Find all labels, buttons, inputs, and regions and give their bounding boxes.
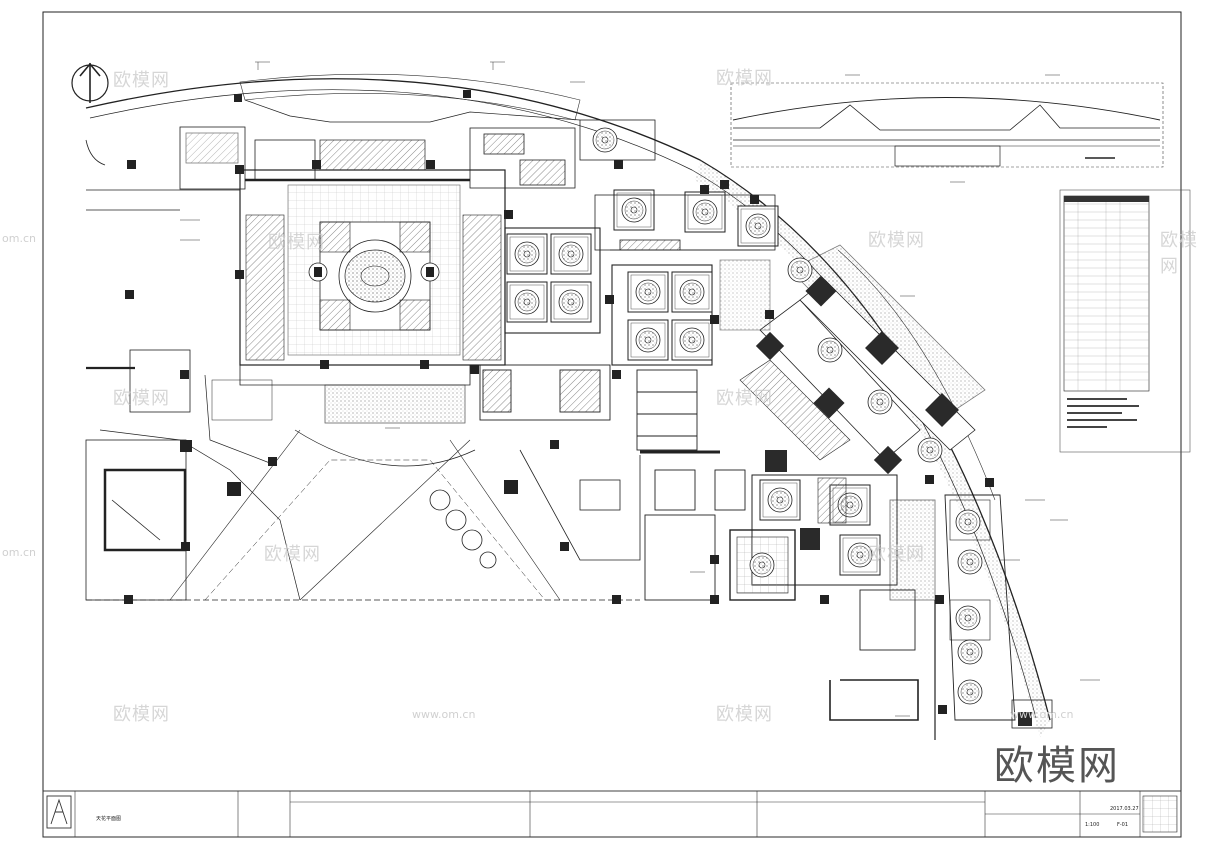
- watermark: 欧模网: [113, 704, 170, 725]
- room-cluster-a: [504, 227, 601, 334]
- elevation-detail: [730, 82, 1164, 168]
- entrance-atrium: [169, 365, 641, 601]
- main-ceiling-feature: [239, 139, 506, 366]
- drawing-name: 天花平面图: [96, 816, 122, 822]
- upper-corridor: [245, 127, 776, 331]
- room-cluster-c: [579, 119, 779, 247]
- watermark: 欧模网: [264, 544, 321, 565]
- watermark-url: www.om.cn: [1010, 708, 1074, 721]
- brand-logo-text: 欧模网: [994, 743, 1120, 789]
- watermark-url: om.cn: [2, 546, 36, 559]
- legend-table: [1059, 189, 1191, 453]
- scale-value: 1:100: [1085, 822, 1100, 828]
- watermark: 欧模网: [716, 388, 773, 409]
- watermark: 欧模网: [113, 70, 170, 91]
- canopy-strip: [239, 73, 581, 121]
- left-wing: [85, 126, 640, 601]
- service-core: [479, 364, 936, 651]
- watermark: 欧模网: [1160, 230, 1198, 277]
- diagonal-wing: [739, 244, 986, 475]
- title-block: [42, 790, 1182, 838]
- watermark-url: om.cn: [2, 232, 36, 245]
- watermark: 欧模网: [268, 232, 325, 253]
- room-cluster-b: [611, 264, 713, 366]
- watermark: 欧模网: [113, 388, 170, 409]
- watermark-url: www.om.cn: [412, 708, 476, 721]
- watermark: 欧模网: [716, 704, 773, 725]
- watermark: 欧模网: [868, 544, 925, 565]
- curved-column-rooms: [829, 494, 1053, 740]
- annotation-marks: [180, 61, 1100, 717]
- structural-columns: [124, 90, 994, 714]
- sheet-number: F-01: [1117, 822, 1129, 828]
- north-arrow-icon: [71, 62, 109, 103]
- watermark: 欧模网: [868, 230, 925, 251]
- date-value: 2017.03.27: [1110, 806, 1139, 812]
- room-cluster-d: [729, 450, 898, 601]
- watermark: 欧模网: [716, 68, 773, 89]
